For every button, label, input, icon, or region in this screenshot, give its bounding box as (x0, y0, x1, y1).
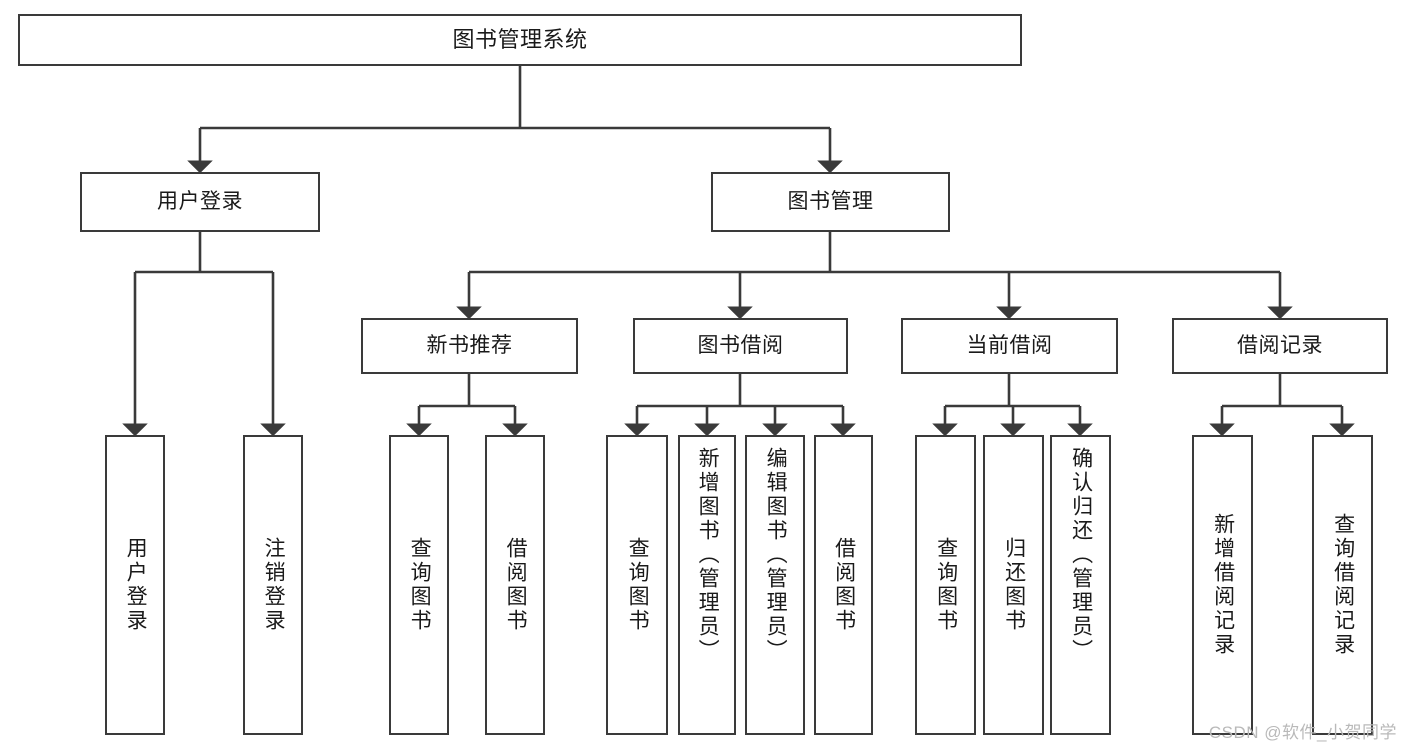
node-leaf-borrow-book-2-label: 借阅图书 (832, 537, 856, 633)
node-leaf-add-record-label: 新增借阅记录 (1211, 513, 1235, 657)
node-borrow-record-label: 借阅记录 (1237, 334, 1323, 358)
node-leaf-add-book-label: 新增图书（管理员） (696, 447, 720, 663)
node-leaf-confirm-return[interactable]: 确认归还（管理员） (1050, 435, 1111, 735)
node-leaf-user-login-label: 用户登录 (124, 537, 148, 633)
node-leaf-edit-book-label: 编辑图书（管理员） (764, 447, 788, 663)
node-leaf-query-book-1[interactable]: 查询图书 (389, 435, 449, 735)
node-current-borrow[interactable]: 当前借阅 (901, 318, 1118, 374)
node-user-login-label: 用户登录 (157, 190, 243, 214)
node-current-borrow-label: 当前借阅 (966, 334, 1053, 358)
node-leaf-edit-book[interactable]: 编辑图书（管理员） (745, 435, 805, 735)
node-root-label: 图书管理系统 (452, 26, 588, 52)
node-book-borrow-label: 图书借阅 (697, 334, 784, 358)
node-user-login[interactable]: 用户登录 (80, 172, 320, 232)
node-leaf-user-logout[interactable]: 注销登录 (243, 435, 303, 735)
node-book-manage-label: 图书管理 (787, 190, 874, 214)
node-new-book-rec-label: 新书推荐 (426, 334, 513, 358)
node-leaf-query-book-3[interactable]: 查询图书 (915, 435, 976, 735)
node-borrow-record[interactable]: 借阅记录 (1172, 318, 1388, 374)
node-book-manage[interactable]: 图书管理 (711, 172, 950, 232)
node-leaf-add-record[interactable]: 新增借阅记录 (1192, 435, 1253, 735)
node-leaf-query-book-3-label: 查询图书 (934, 537, 958, 633)
watermark: CSDN @软件_小贺同学 (1208, 723, 1397, 742)
node-leaf-user-logout-label: 注销登录 (262, 537, 286, 633)
node-leaf-user-login[interactable]: 用户登录 (105, 435, 165, 735)
node-leaf-borrow-book-2[interactable]: 借阅图书 (814, 435, 873, 735)
node-new-book-rec[interactable]: 新书推荐 (361, 318, 578, 374)
node-leaf-query-book-2-label: 查询图书 (626, 537, 650, 633)
node-leaf-add-book[interactable]: 新增图书（管理员） (678, 435, 736, 735)
node-leaf-query-book-2[interactable]: 查询图书 (606, 435, 668, 735)
node-leaf-query-record-label: 查询借阅记录 (1331, 513, 1355, 657)
node-leaf-return-book-label: 归还图书 (1002, 537, 1026, 633)
node-root[interactable]: 图书管理系统 (18, 14, 1022, 66)
node-leaf-return-book[interactable]: 归还图书 (983, 435, 1044, 735)
node-leaf-query-record[interactable]: 查询借阅记录 (1312, 435, 1373, 735)
node-leaf-borrow-book-1-label: 借阅图书 (504, 537, 528, 633)
node-leaf-query-book-1-label: 查询图书 (408, 537, 432, 633)
node-leaf-confirm-return-label: 确认归还（管理员） (1069, 447, 1093, 663)
node-book-borrow[interactable]: 图书借阅 (633, 318, 848, 374)
node-leaf-borrow-book-1[interactable]: 借阅图书 (485, 435, 545, 735)
